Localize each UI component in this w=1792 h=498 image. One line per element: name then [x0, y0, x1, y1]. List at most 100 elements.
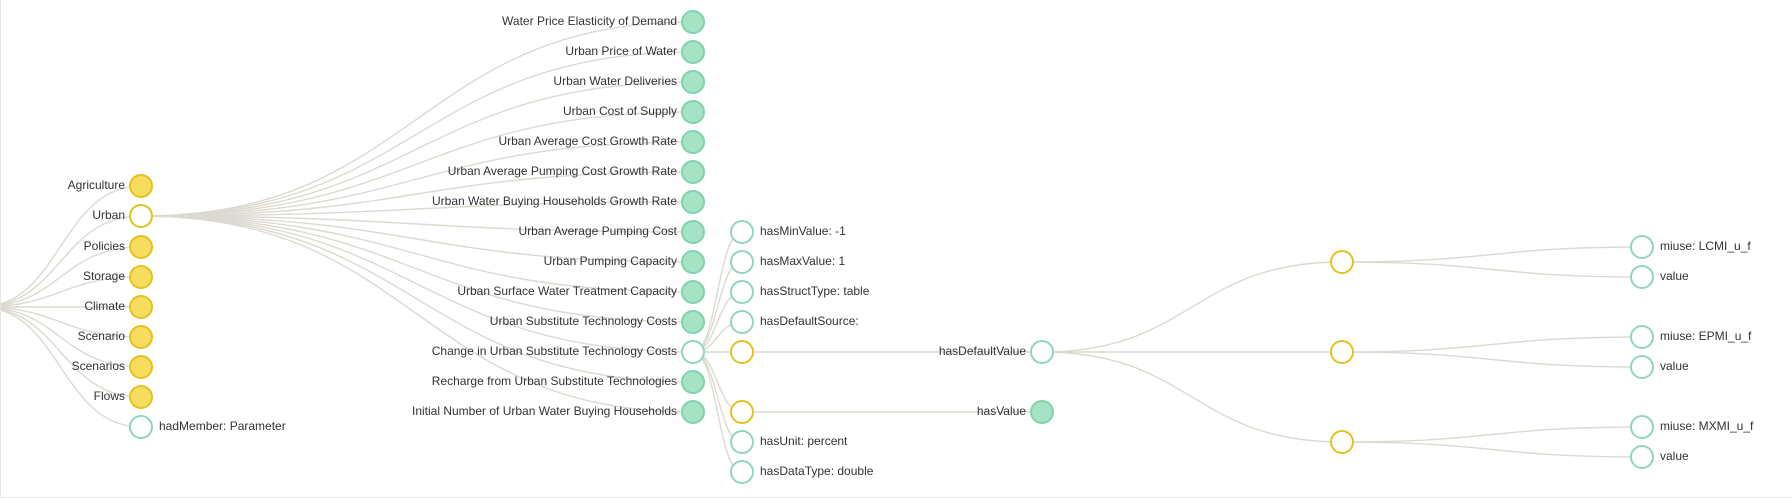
node-circle-u7[interactable] [681, 190, 705, 214]
node-circle-agriculture[interactable] [129, 174, 153, 198]
tree-node-agriculture[interactable]: Agriculture [68, 174, 153, 198]
node-circle-p5[interactable] [730, 340, 754, 364]
node-circle-flows[interactable] [129, 385, 153, 409]
node-label-hadmember: hadMember: Parameter [159, 419, 286, 433]
node-circle-p7[interactable] [730, 430, 754, 454]
node-circle-p3[interactable] [730, 280, 754, 304]
tree-node-u4[interactable]: Urban Cost of Supply [563, 100, 705, 124]
node-circle-hadmember[interactable] [129, 415, 153, 439]
link-b1-l1 [1341, 246, 1643, 263]
tree-node-p2[interactable]: hasMaxValue: 1 [730, 250, 845, 274]
tree-node-u13[interactable]: Recharge from Urban Substitute Technolog… [432, 370, 705, 394]
tree-node-l6[interactable]: value [1630, 445, 1689, 469]
node-circle-p1[interactable] [730, 220, 754, 244]
node-circle-p8[interactable] [730, 460, 754, 484]
link-urban-u6 [140, 171, 694, 217]
tree-node-p1[interactable]: hasMinValue: -1 [730, 220, 846, 244]
tree-node-hadmember[interactable]: hadMember: Parameter [129, 415, 286, 439]
tree-node-u5[interactable]: Urban Average Cost Growth Rate [498, 130, 705, 154]
node-circle-dv[interactable] [1030, 340, 1054, 364]
tree-node-u2[interactable]: Urban Price of Water [565, 40, 705, 64]
tree-node-u3[interactable]: Urban Water Deliveries [553, 70, 705, 94]
node-circle-u6[interactable] [681, 160, 705, 184]
tree-node-l2[interactable]: value [1630, 265, 1689, 289]
tree-node-u9[interactable]: Urban Pumping Capacity [544, 250, 705, 274]
tree-node-u12[interactable]: Change in Urban Substitute Technology Co… [432, 340, 705, 364]
node-label-u3: Urban Water Deliveries [553, 74, 677, 88]
node-circle-u10[interactable] [681, 280, 705, 304]
tree-node-p6[interactable] [730, 400, 754, 424]
node-circle-u12[interactable] [681, 340, 705, 364]
tree-node-b3[interactable] [1330, 430, 1354, 454]
node-circle-u2[interactable] [681, 40, 705, 64]
tree-node-u6[interactable]: Urban Average Pumping Cost Growth Rate [448, 160, 705, 184]
node-circle-u4[interactable] [681, 100, 705, 124]
tree-node-b2[interactable] [1330, 340, 1354, 364]
tree-node-scenario[interactable]: Scenario [78, 325, 153, 349]
tree-node-u7[interactable]: Urban Water Buying Households Growth Rat… [432, 190, 705, 214]
tree-node-p5[interactable] [730, 340, 754, 364]
tree-node-b1[interactable] [1330, 250, 1354, 274]
tree-node-p7[interactable]: hasUnit: percent [730, 430, 848, 454]
node-circle-b1[interactable] [1330, 250, 1354, 274]
tree-node-urban[interactable]: Urban [92, 204, 153, 228]
node-label-policies: Policies [84, 239, 125, 253]
node-circle-l6[interactable] [1630, 445, 1654, 469]
node-circle-policies[interactable] [129, 235, 153, 259]
link-b3-l6 [1341, 441, 1643, 458]
link-urban-u2 [140, 51, 694, 217]
tree-node-hv[interactable]: hasValue [977, 400, 1054, 424]
link-urban-u3 [140, 81, 694, 217]
node-label-dv: hasDefaultValue [939, 344, 1026, 358]
node-circle-l1[interactable] [1630, 235, 1654, 259]
tree-node-p4[interactable]: hasDefaultSource: [730, 310, 859, 334]
node-circle-hv[interactable] [1030, 400, 1054, 424]
node-circle-u14[interactable] [681, 400, 705, 424]
node-label-storage: Storage [83, 269, 125, 283]
node-circle-u1[interactable] [681, 10, 705, 34]
tree-node-dv[interactable]: hasDefaultValue [939, 340, 1054, 364]
tree-node-l5[interactable]: miuse: MXMI_u_f [1630, 415, 1754, 439]
tree-node-u14[interactable]: Initial Number of Urban Water Buying Hou… [412, 400, 705, 424]
node-circle-urban[interactable] [129, 204, 153, 228]
tree-node-p3[interactable]: hasStructType: table [730, 280, 870, 304]
tree-node-u1[interactable]: Water Price Elasticity of Demand [502, 10, 705, 34]
node-circle-u11[interactable] [681, 310, 705, 334]
node-circle-p2[interactable] [730, 250, 754, 274]
link-root-storage [0, 276, 142, 307]
node-label-p3: hasStructType: table [760, 284, 870, 298]
tree-node-l1[interactable]: miuse: LCMI_u_f [1630, 235, 1751, 259]
node-circle-l5[interactable] [1630, 415, 1654, 439]
node-circle-u9[interactable] [681, 250, 705, 274]
node-circle-u13[interactable] [681, 370, 705, 394]
tree-node-l4[interactable]: value [1630, 355, 1689, 379]
node-label-u13: Recharge from Urban Substitute Technolog… [432, 374, 677, 388]
node-circle-b3[interactable] [1330, 430, 1354, 454]
node-circle-b2[interactable] [1330, 340, 1354, 364]
node-circle-p6[interactable] [730, 400, 754, 424]
node-label-l1: miuse: LCMI_u_f [1660, 239, 1751, 253]
node-circle-u5[interactable] [681, 130, 705, 154]
node-circle-l2[interactable] [1630, 265, 1654, 289]
node-circle-scenarios[interactable] [129, 355, 153, 379]
tree-node-flows[interactable]: Flows [94, 385, 153, 409]
node-label-p4: hasDefaultSource: [760, 314, 859, 328]
tree-node-p8[interactable]: hasDataType: double [730, 460, 874, 484]
tree-nodes: AgricultureUrbanPoliciesStorageClimateSc… [68, 10, 1754, 484]
node-circle-p4[interactable] [730, 310, 754, 334]
node-circle-climate[interactable] [129, 295, 153, 319]
node-circle-l3[interactable] [1630, 325, 1654, 349]
tree-node-scenarios[interactable]: Scenarios [72, 355, 153, 379]
tree-node-climate[interactable]: Climate [84, 295, 153, 319]
tree-node-policies[interactable]: Policies [84, 235, 153, 259]
tree-node-u8[interactable]: Urban Average Pumping Cost [518, 220, 705, 244]
tree-node-u10[interactable]: Urban Surface Water Treatment Capacity [457, 280, 705, 304]
node-circle-u3[interactable] [681, 70, 705, 94]
tree-node-storage[interactable]: Storage [83, 265, 153, 289]
node-circle-l4[interactable] [1630, 355, 1654, 379]
tree-node-u11[interactable]: Urban Substitute Technology Costs [490, 310, 705, 334]
node-circle-scenario[interactable] [129, 325, 153, 349]
node-circle-u8[interactable] [681, 220, 705, 244]
node-circle-storage[interactable] [129, 265, 153, 289]
tree-node-l3[interactable]: miuse: EPMI_u_f [1630, 325, 1752, 349]
